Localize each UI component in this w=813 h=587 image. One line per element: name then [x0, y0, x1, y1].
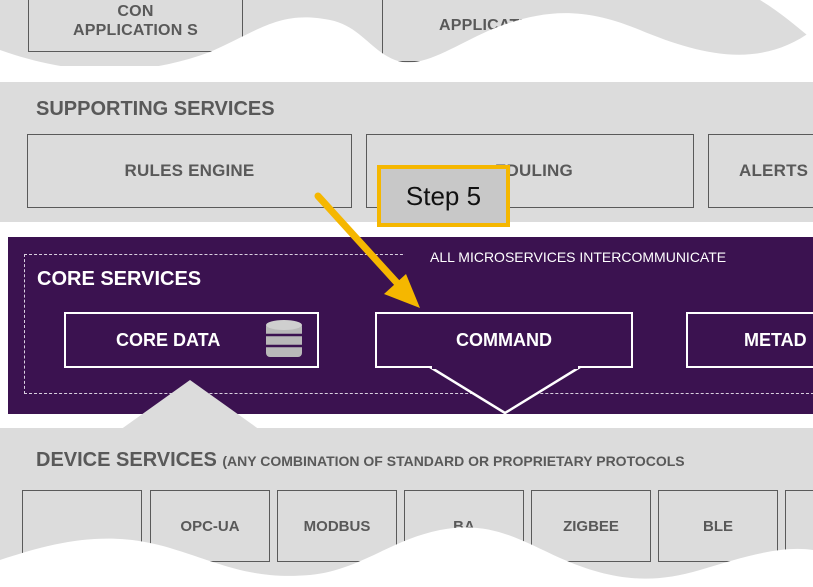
step-label: Step 5 [405, 180, 482, 211]
alerts-box: ALERTS [708, 134, 813, 208]
device-services-title-main: DEVICE SERVICES [36, 449, 217, 471]
top-torn-edge [0, 13, 813, 82]
device-services-subtitle: (ANY COMBINATION OF STANDARD OR PROPRIET… [222, 453, 685, 469]
step-callout: Step 5 [377, 165, 510, 227]
rules-engine-box: RULES ENGINE [27, 134, 352, 208]
step-arrow-shaft [314, 192, 402, 288]
ble-box: BLE [658, 490, 778, 562]
top-right-fold [760, 0, 813, 40]
supporting-services-title: SUPPORTING SERVICES [36, 98, 275, 120]
step-arrow-head [384, 274, 420, 308]
core-data-callout-pointer [120, 380, 260, 430]
command-label: COMMAND [456, 329, 552, 350]
core-services-title: CORE SERVICES [37, 268, 202, 290]
zigbee-box: ZIGBEE [531, 490, 651, 562]
metadata-label: METAD [744, 329, 807, 350]
modbus-label: MODBUS [303, 517, 371, 535]
command-callout-pointer [429, 365, 581, 415]
scheduling-label: EDULING [495, 161, 573, 180]
zigbee-label: ZIGBEE [563, 517, 619, 535]
app-services-left-line1: CON [117, 3, 154, 20]
ble-label: BLE [703, 517, 733, 535]
core-data-box: CORE DATA [64, 312, 319, 368]
alerts-label: ALERTS [739, 161, 809, 180]
modbus-box: MODBUS [277, 490, 397, 562]
bottom-torn-edge [0, 527, 813, 587]
microservices-note: ALL MICROSERVICES INTERCOMMUNICATE [430, 249, 727, 265]
core-data-label: CORE DATA [116, 329, 221, 350]
app-services-left-line2: APPLICATION S [73, 22, 198, 39]
opc-ua-label: OPC-UA [180, 517, 240, 535]
command-box: COMMAND [375, 312, 633, 368]
device-services-title: DEVICE SERVICES (ANY COMBINATION OF STAN… [36, 449, 685, 472]
metadata-box: METAD [686, 312, 813, 368]
rules-engine-label: RULES ENGINE [124, 161, 255, 180]
database-icon [266, 320, 302, 357]
microservices-note-backdrop [405, 244, 813, 270]
app-services-box-left: CON APPLICATION S [28, 0, 243, 52]
